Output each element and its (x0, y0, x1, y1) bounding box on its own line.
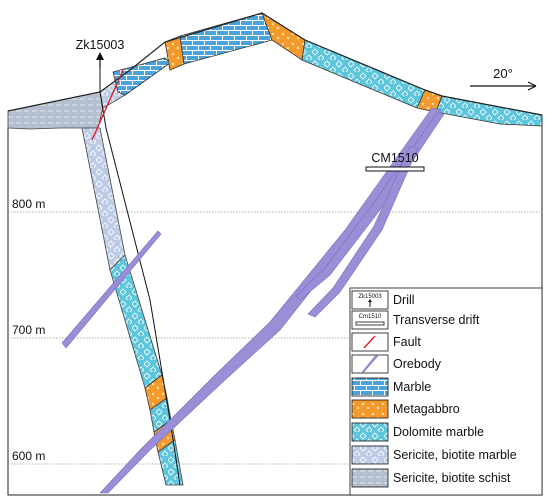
legend-drift-label: Transverse drift (393, 313, 480, 327)
legend-dolomite-label: Dolomite marble (393, 425, 484, 439)
legend-item-sericite-marble: Sericite, biotite marble (351, 445, 517, 465)
dolomite-vein-low (157, 439, 184, 486)
legend-item-orebody: Orebody (351, 354, 442, 374)
legend: Zk15003 Drill Cm1510 Transverse drift Fa… (349, 287, 543, 496)
legend-marble-label: Marble (393, 380, 431, 394)
legend-item-marble: Marble (351, 377, 431, 397)
orebody-lens-right (307, 145, 419, 318)
legend-item-sericite-schist: Sericite, biotite schist (351, 468, 511, 488)
drill-marker: Zk15003 (76, 38, 125, 68)
dolomite-marble-vein (109, 254, 163, 389)
drift-marker: CM1510 (365, 151, 425, 172)
elevation-600: 600 m (12, 449, 45, 463)
legend-item-drift: Cm1510 Transverse drift (351, 310, 480, 330)
drill-trace (99, 68, 181, 486)
legend-fault-label: Fault (393, 335, 421, 349)
drill-label: Zk15003 (76, 38, 125, 52)
orebodies (61, 107, 445, 494)
orebody-upper-left (61, 230, 162, 349)
marble-unit-b (179, 12, 273, 65)
legend-metagabbro-label: Metagabbro (393, 402, 460, 416)
legend-sericite-marble-label: Sericite, biotite marble (393, 448, 517, 462)
elevation-700: 700 m (12, 323, 45, 337)
drift-label: CM1510 (371, 151, 418, 165)
elevation-labels: 800 m 700 m 600 m (12, 197, 45, 463)
orientation-label: 20° (493, 66, 513, 81)
legend-item-drill: Zk15003 Drill (351, 290, 415, 310)
legend-sericite-schist-label: Sericite, biotite schist (393, 471, 511, 485)
fault-line (91, 69, 124, 141)
legend-item-dolomite: Dolomite marble (351, 422, 484, 442)
dolomite-marble-east (435, 95, 543, 127)
legend-drift-icon-text: Cm1510 (359, 314, 382, 320)
elevation-800: 800 m (12, 197, 45, 211)
dolomite-marble-surface (301, 39, 426, 109)
legend-drill-icon-text: Zk15003 (358, 294, 382, 300)
marble-unit-a (112, 57, 171, 96)
legend-drill-label: Drill (393, 293, 415, 307)
sericite-marble-vein (81, 127, 126, 271)
legend-item-fault: Fault (351, 332, 421, 352)
legend-orebody-label: Orebody (393, 357, 442, 371)
orientation-arrow: 20° (470, 66, 537, 91)
schist-unit (7, 91, 104, 130)
ground-surface (7, 12, 543, 116)
legend-item-metagabbro: Metagabbro (351, 399, 460, 419)
